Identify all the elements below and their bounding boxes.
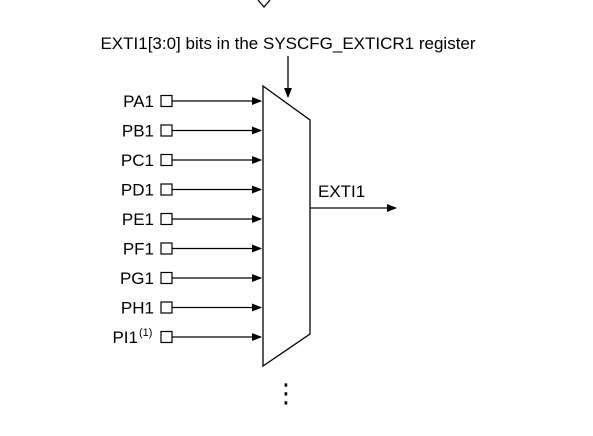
input-pin-box (160, 153, 173, 167)
input-pin-label: PB1 (122, 122, 154, 141)
input-pin-label: PA1 (123, 92, 154, 111)
register-label: EXTI1[3:0] bits in the SYSCFG_EXTICR1 re… (100, 34, 475, 53)
output-label: EXTI1 (318, 182, 365, 201)
input-pin-row: PI1(1) (112, 327, 262, 347)
input-pin-label: PF1 (123, 240, 154, 259)
input-pin-row: PE1 (122, 210, 262, 229)
input-pin-box (160, 301, 173, 314)
input-pin-footnote: (1) (139, 327, 152, 339)
input-pin-row: PB1 (122, 122, 262, 141)
input-pin-label: PE1 (122, 210, 154, 229)
input-pin-row: PF1 (123, 240, 262, 259)
input-pin-label: PI1 (112, 328, 138, 347)
input-pin-label: PC1 (121, 151, 154, 170)
input-pin-box (160, 94, 173, 108)
input-pin-box (160, 212, 173, 226)
input-pin-row: PH1 (121, 299, 262, 318)
input-pin-box (160, 330, 173, 344)
input-pin-label: PH1 (121, 299, 154, 318)
multiplexer (262, 84, 311, 368)
input-pin-box (160, 124, 173, 137)
input-pin-box (160, 271, 173, 285)
input-pin-label: PG1 (120, 269, 154, 288)
input-pin-row: PG1 (120, 269, 262, 288)
continuation-dots: ⋮ (273, 378, 299, 408)
top-continuation-arrow (257, 0, 271, 8)
input-pin-label: PD1 (121, 181, 154, 200)
input-pin-row: PC1 (121, 151, 262, 170)
input-pin-row: PA1 (123, 92, 262, 111)
input-pin-box (160, 183, 173, 196)
input-pin-row: PD1 (121, 181, 262, 200)
input-pin-box (160, 242, 173, 255)
